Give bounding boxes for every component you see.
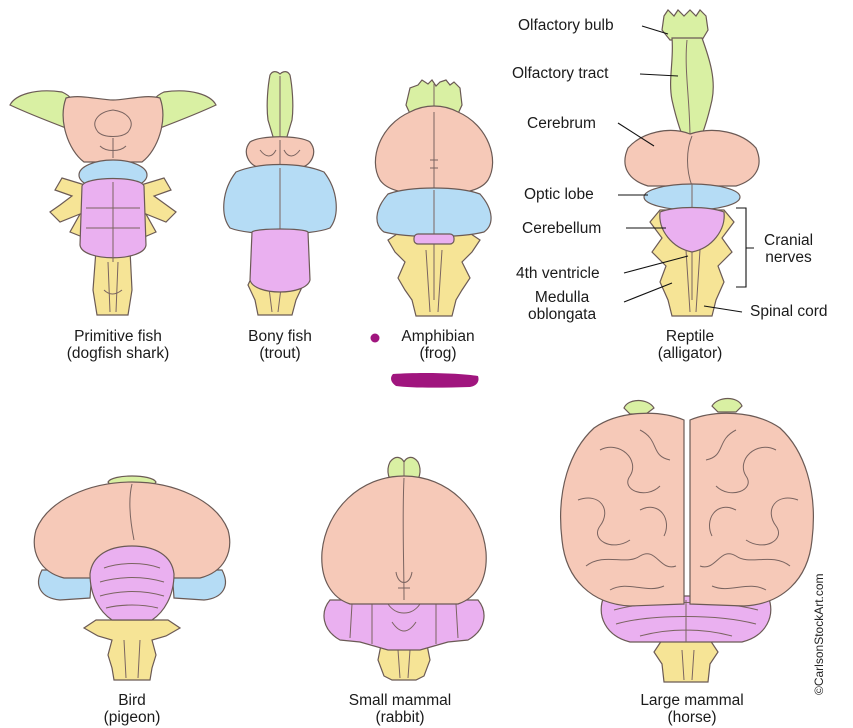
caption-amphibian: Amphibian (frog): [378, 328, 498, 362]
shark-brain: [10, 91, 216, 315]
annotation-stroke: [391, 373, 478, 388]
alligator-brain: [625, 10, 759, 316]
horse-cerebrum-left: [561, 413, 684, 606]
rabbit-brain: [322, 457, 486, 680]
label-medulla-oblongata: Medulla oblongata: [528, 289, 596, 323]
rabbit-cerebellum: [324, 600, 484, 650]
caption-reptile: Reptile (alligator): [630, 328, 750, 362]
caption-primitive-fish: Primitive fish (dogfish shark): [38, 328, 198, 362]
credit-watermark: ©CarlsonStockArt.com: [812, 573, 826, 695]
label-optic-lobe: Optic lobe: [524, 186, 594, 203]
horse-medulla: [654, 640, 718, 682]
label-olfactory-tract: Olfactory tract: [512, 65, 608, 82]
alligator-olfactory-bulb: [662, 10, 708, 40]
pigeon-brain: [34, 476, 229, 680]
label-cerebrum: Cerebrum: [527, 115, 596, 132]
trout-brain: [224, 72, 337, 315]
trout-cerebellum: [250, 229, 310, 292]
caption-small-mammal: Small mammal (rabbit): [320, 692, 480, 726]
label-cranial-nerves: Cranial nerves: [764, 232, 813, 266]
horse-olfactory-right: [712, 399, 742, 413]
alligator-olfactory-tract: [671, 38, 714, 140]
caption-bony-fish: Bony fish (trout): [220, 328, 340, 362]
label-fourth-ventricle: 4th ventricle: [516, 265, 600, 282]
caption-bird: Bird (pigeon): [72, 692, 192, 726]
alligator-cerebrum: [625, 130, 759, 186]
pigeon-cerebellum: [90, 546, 174, 620]
label-spinal-cord: Spinal cord: [750, 303, 828, 320]
frog-cerebellum: [414, 234, 454, 244]
frog-brain: [375, 80, 492, 316]
caption-large-mammal: Large mammal (horse): [612, 692, 772, 726]
label-olfactory-bulb: Olfactory bulb: [518, 17, 614, 34]
pigeon-medulla: [84, 620, 180, 680]
horse-olfactory-left: [624, 401, 654, 415]
label-cerebellum: Cerebellum: [522, 220, 601, 237]
horse-cerebrum-right: [690, 413, 813, 606]
horse-brain: [561, 399, 814, 683]
